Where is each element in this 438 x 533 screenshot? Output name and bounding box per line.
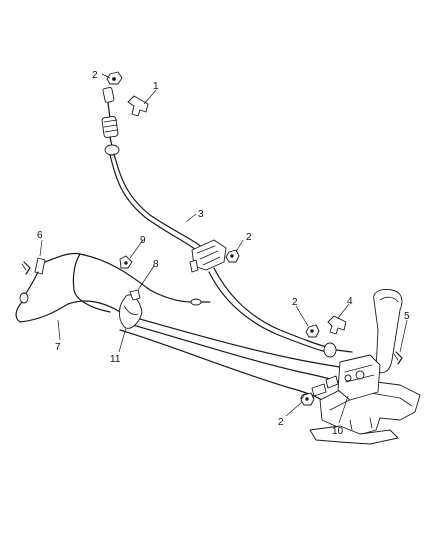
- callout-9: 9: [140, 235, 146, 246]
- callout-1: 1: [153, 81, 159, 92]
- clip-part-4: [327, 315, 347, 335]
- callout-5: 5: [404, 311, 410, 322]
- clip-part-9: [119, 255, 133, 269]
- cable-bracket: [189, 239, 227, 273]
- callout-2-bottom: 2: [278, 417, 284, 428]
- callout-10: 10: [332, 426, 344, 437]
- callout-11: 11: [110, 354, 121, 365]
- nut-top: [106, 71, 123, 85]
- callout-7: 7: [55, 342, 61, 353]
- pin-part-5: [393, 351, 403, 365]
- pin-part-6: [21, 261, 31, 275]
- clip-part-1: [127, 95, 149, 117]
- callout-2-top: 2: [92, 70, 98, 81]
- nut-bracket: [225, 249, 240, 263]
- nut-shifter: [305, 324, 320, 338]
- callout-2-bracket: 2: [246, 232, 252, 243]
- callout-3: 3: [198, 209, 204, 220]
- callout-6: 6: [37, 230, 43, 241]
- shifter-assembly: [309, 289, 421, 445]
- callout-2-shifter: 2: [292, 297, 298, 308]
- park-cable: [15, 252, 346, 403]
- callout-8: 8: [153, 259, 159, 270]
- leader-lines: [39, 73, 408, 424]
- nut-bottom: [300, 392, 315, 406]
- shift-cable-upper: [101, 87, 353, 358]
- callouts: 1 2 3 2 9 6 8 2 4 5 7 11 2 10: [37, 70, 410, 437]
- bracket-part-11: [118, 289, 143, 329]
- callout-4: 4: [347, 296, 353, 307]
